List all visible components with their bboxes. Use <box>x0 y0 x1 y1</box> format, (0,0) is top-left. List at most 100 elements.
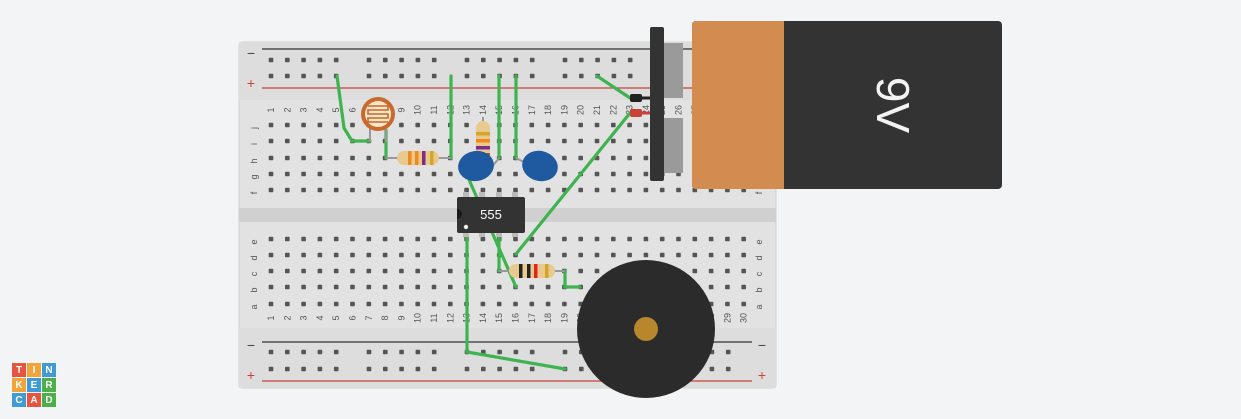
breadboard-hole[interactable] <box>317 349 323 355</box>
breadboard-hole[interactable] <box>594 138 600 144</box>
breadboard-hole[interactable] <box>480 284 486 290</box>
breadboard-hole[interactable] <box>464 122 469 128</box>
breadboard-hole[interactable] <box>268 122 274 128</box>
breadboard-hole[interactable] <box>692 252 698 258</box>
breadboard-hole[interactable] <box>562 236 567 242</box>
breadboard-hole[interactable] <box>399 268 404 274</box>
breadboard-hole[interactable] <box>676 236 681 242</box>
breadboard-hole[interactable] <box>317 171 323 177</box>
9v-battery[interactable]: 9V <box>630 21 1002 189</box>
breadboard-hole[interactable] <box>431 349 437 355</box>
breadboard-hole[interactable] <box>496 187 502 193</box>
breadboard-hole[interactable] <box>317 122 323 128</box>
breadboard-hole[interactable] <box>268 268 274 274</box>
breadboard-hole[interactable] <box>627 171 632 177</box>
wire[interactable] <box>595 74 632 100</box>
breadboard-hole[interactable] <box>366 284 372 290</box>
breadboard-hole[interactable] <box>415 138 420 144</box>
breadboard-hole[interactable] <box>611 171 616 177</box>
breadboard-hole[interactable] <box>611 73 617 79</box>
breadboard-hole[interactable] <box>382 252 388 258</box>
breadboard-hole[interactable] <box>481 73 486 79</box>
breadboard-hole[interactable] <box>529 122 535 128</box>
breadboard-hole[interactable] <box>399 138 404 144</box>
breadboard-hole[interactable] <box>382 171 388 177</box>
breadboard-hole[interactable] <box>448 171 453 177</box>
breadboard-hole[interactable] <box>350 171 355 177</box>
breadboard-hole[interactable] <box>562 122 567 128</box>
breadboard-hole[interactable] <box>399 122 404 128</box>
breadboard-hole[interactable] <box>366 236 372 242</box>
breadboard-hole[interactable] <box>725 301 730 307</box>
breadboard-hole[interactable] <box>301 138 306 144</box>
breadboard-hole[interactable] <box>545 284 551 290</box>
breadboard-hole[interactable] <box>431 57 437 63</box>
breadboard-hole[interactable] <box>333 155 339 161</box>
breadboard-hole[interactable] <box>382 187 388 193</box>
breadboard-hole[interactable] <box>415 73 421 79</box>
breadboard-hole[interactable] <box>643 138 649 144</box>
breadboard-hole[interactable] <box>513 57 519 63</box>
breadboard-hole[interactable] <box>627 57 633 63</box>
breadboard-hole[interactable] <box>497 349 502 355</box>
breadboard-hole[interactable] <box>448 284 453 290</box>
breadboard-hole[interactable] <box>383 349 388 355</box>
breadboard-hole[interactable] <box>579 366 584 372</box>
breadboard-hole[interactable] <box>529 301 535 307</box>
breadboard-hole[interactable] <box>529 252 535 258</box>
breadboard-hole[interactable] <box>268 236 274 242</box>
breadboard-hole[interactable] <box>317 187 323 193</box>
breadboard-hole[interactable] <box>268 155 274 161</box>
breadboard-hole[interactable] <box>382 268 388 274</box>
breadboard-hole[interactable] <box>301 349 306 355</box>
breadboard-hole[interactable] <box>594 187 600 193</box>
breadboard-hole[interactable] <box>431 187 437 193</box>
breadboard-hole[interactable] <box>497 57 502 63</box>
breadboard-hole[interactable] <box>513 171 518 177</box>
breadboard-hole[interactable] <box>464 187 469 193</box>
resistor[interactable] <box>499 264 565 278</box>
breadboard-hole[interactable] <box>285 57 290 63</box>
breadboard-hole[interactable] <box>725 366 731 372</box>
breadboard-hole[interactable] <box>333 366 339 372</box>
breadboard-hole[interactable] <box>285 349 290 355</box>
breadboard-hole[interactable] <box>545 301 551 307</box>
breadboard-hole[interactable] <box>692 268 698 274</box>
breadboard-hole[interactable] <box>399 171 404 177</box>
breadboard-hole[interactable] <box>741 252 746 258</box>
breadboard-hole[interactable] <box>431 122 437 128</box>
breadboard-hole[interactable] <box>301 236 306 242</box>
breadboard-hole[interactable] <box>366 171 372 177</box>
breadboard-hole[interactable] <box>562 252 567 258</box>
breadboard-hole[interactable] <box>627 252 632 258</box>
breadboard-hole[interactable] <box>415 284 420 290</box>
breadboard-hole[interactable] <box>301 57 306 63</box>
breadboard-hole[interactable] <box>529 366 535 372</box>
breadboard-hole[interactable] <box>415 252 420 258</box>
breadboard-hole[interactable] <box>708 252 714 258</box>
breadboard-hole[interactable] <box>578 236 583 242</box>
breadboard-hole[interactable] <box>333 187 339 193</box>
breadboard-hole[interactable] <box>415 57 421 63</box>
breadboard-hole[interactable] <box>627 122 632 128</box>
breadboard-hole[interactable] <box>415 301 420 307</box>
breadboard-hole[interactable] <box>333 57 339 63</box>
breadboard-hole[interactable] <box>301 284 306 290</box>
breadboard-hole[interactable] <box>562 57 568 63</box>
breadboard-hole[interactable] <box>562 73 568 79</box>
breadboard-hole[interactable] <box>301 122 306 128</box>
breadboard-hole[interactable] <box>725 349 731 355</box>
breadboard-hole[interactable] <box>578 268 583 274</box>
breadboard-hole[interactable] <box>350 301 355 307</box>
breadboard-hole[interactable] <box>333 284 339 290</box>
breadboard-hole[interactable] <box>725 268 730 274</box>
breadboard-hole[interactable] <box>268 187 274 193</box>
capacitor[interactable] <box>515 147 561 185</box>
breadboard-hole[interactable] <box>578 187 583 193</box>
breadboard-hole[interactable] <box>627 155 632 161</box>
breadboard-hole[interactable] <box>481 366 486 372</box>
breadboard-hole[interactable] <box>268 252 274 258</box>
breadboard-hole[interactable] <box>350 284 355 290</box>
breadboard-hole[interactable] <box>415 187 420 193</box>
